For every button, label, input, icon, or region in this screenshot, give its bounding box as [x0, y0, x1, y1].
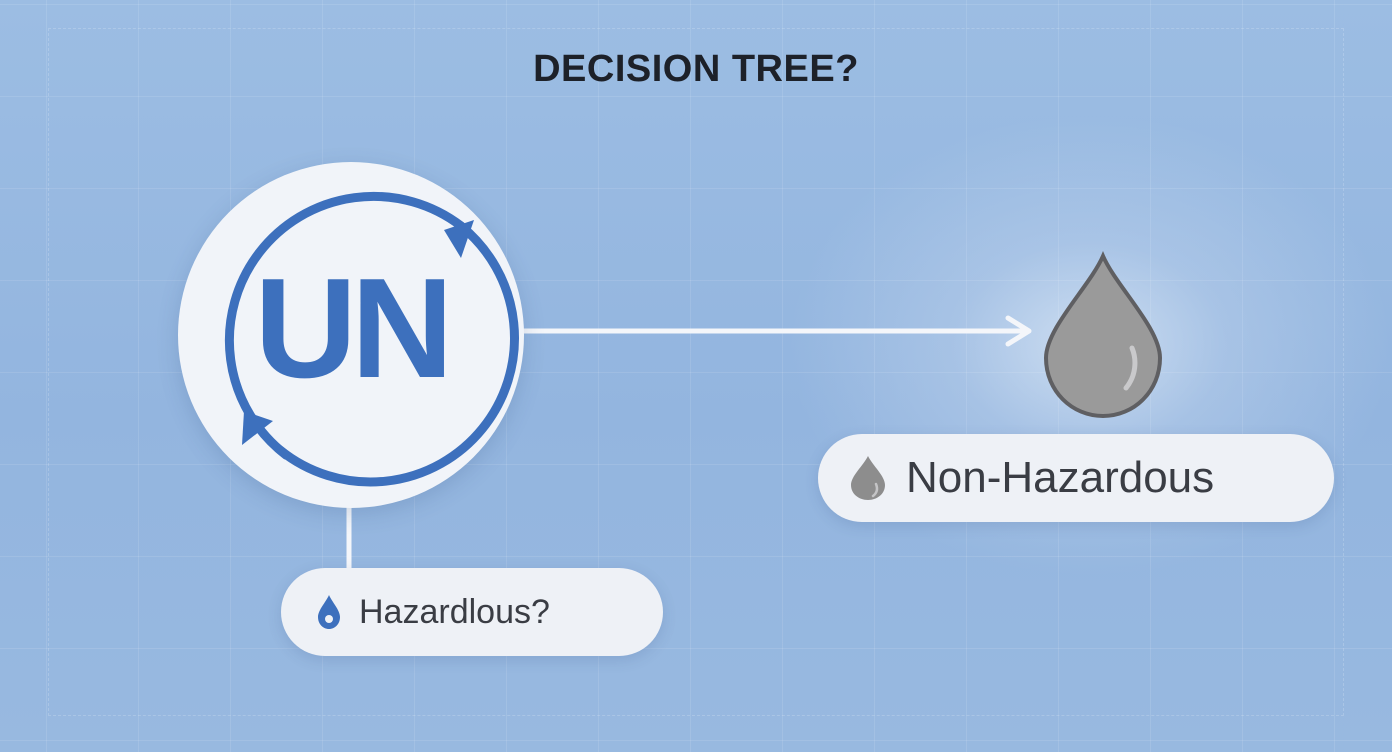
water-drop-icon — [318, 595, 340, 629]
cycle-arrows-icon — [224, 191, 519, 487]
diagram-title: DECISION TREE? — [533, 48, 859, 90]
arrow-head-icon — [1005, 315, 1032, 347]
background-frame — [48, 28, 1344, 716]
un-label: UN — [254, 249, 453, 408]
hazardous-label: Hazardlous? — [359, 592, 550, 631]
hazardous-node: Hazardlous? — [281, 568, 663, 656]
un-node: UN — [178, 162, 524, 508]
non-hazardous-label: Non-Hazardous — [906, 453, 1215, 502]
water-drop-icon — [1043, 250, 1163, 419]
water-drop-icon — [851, 456, 885, 500]
non-hazardous-node: Non-Hazardous — [818, 434, 1334, 522]
